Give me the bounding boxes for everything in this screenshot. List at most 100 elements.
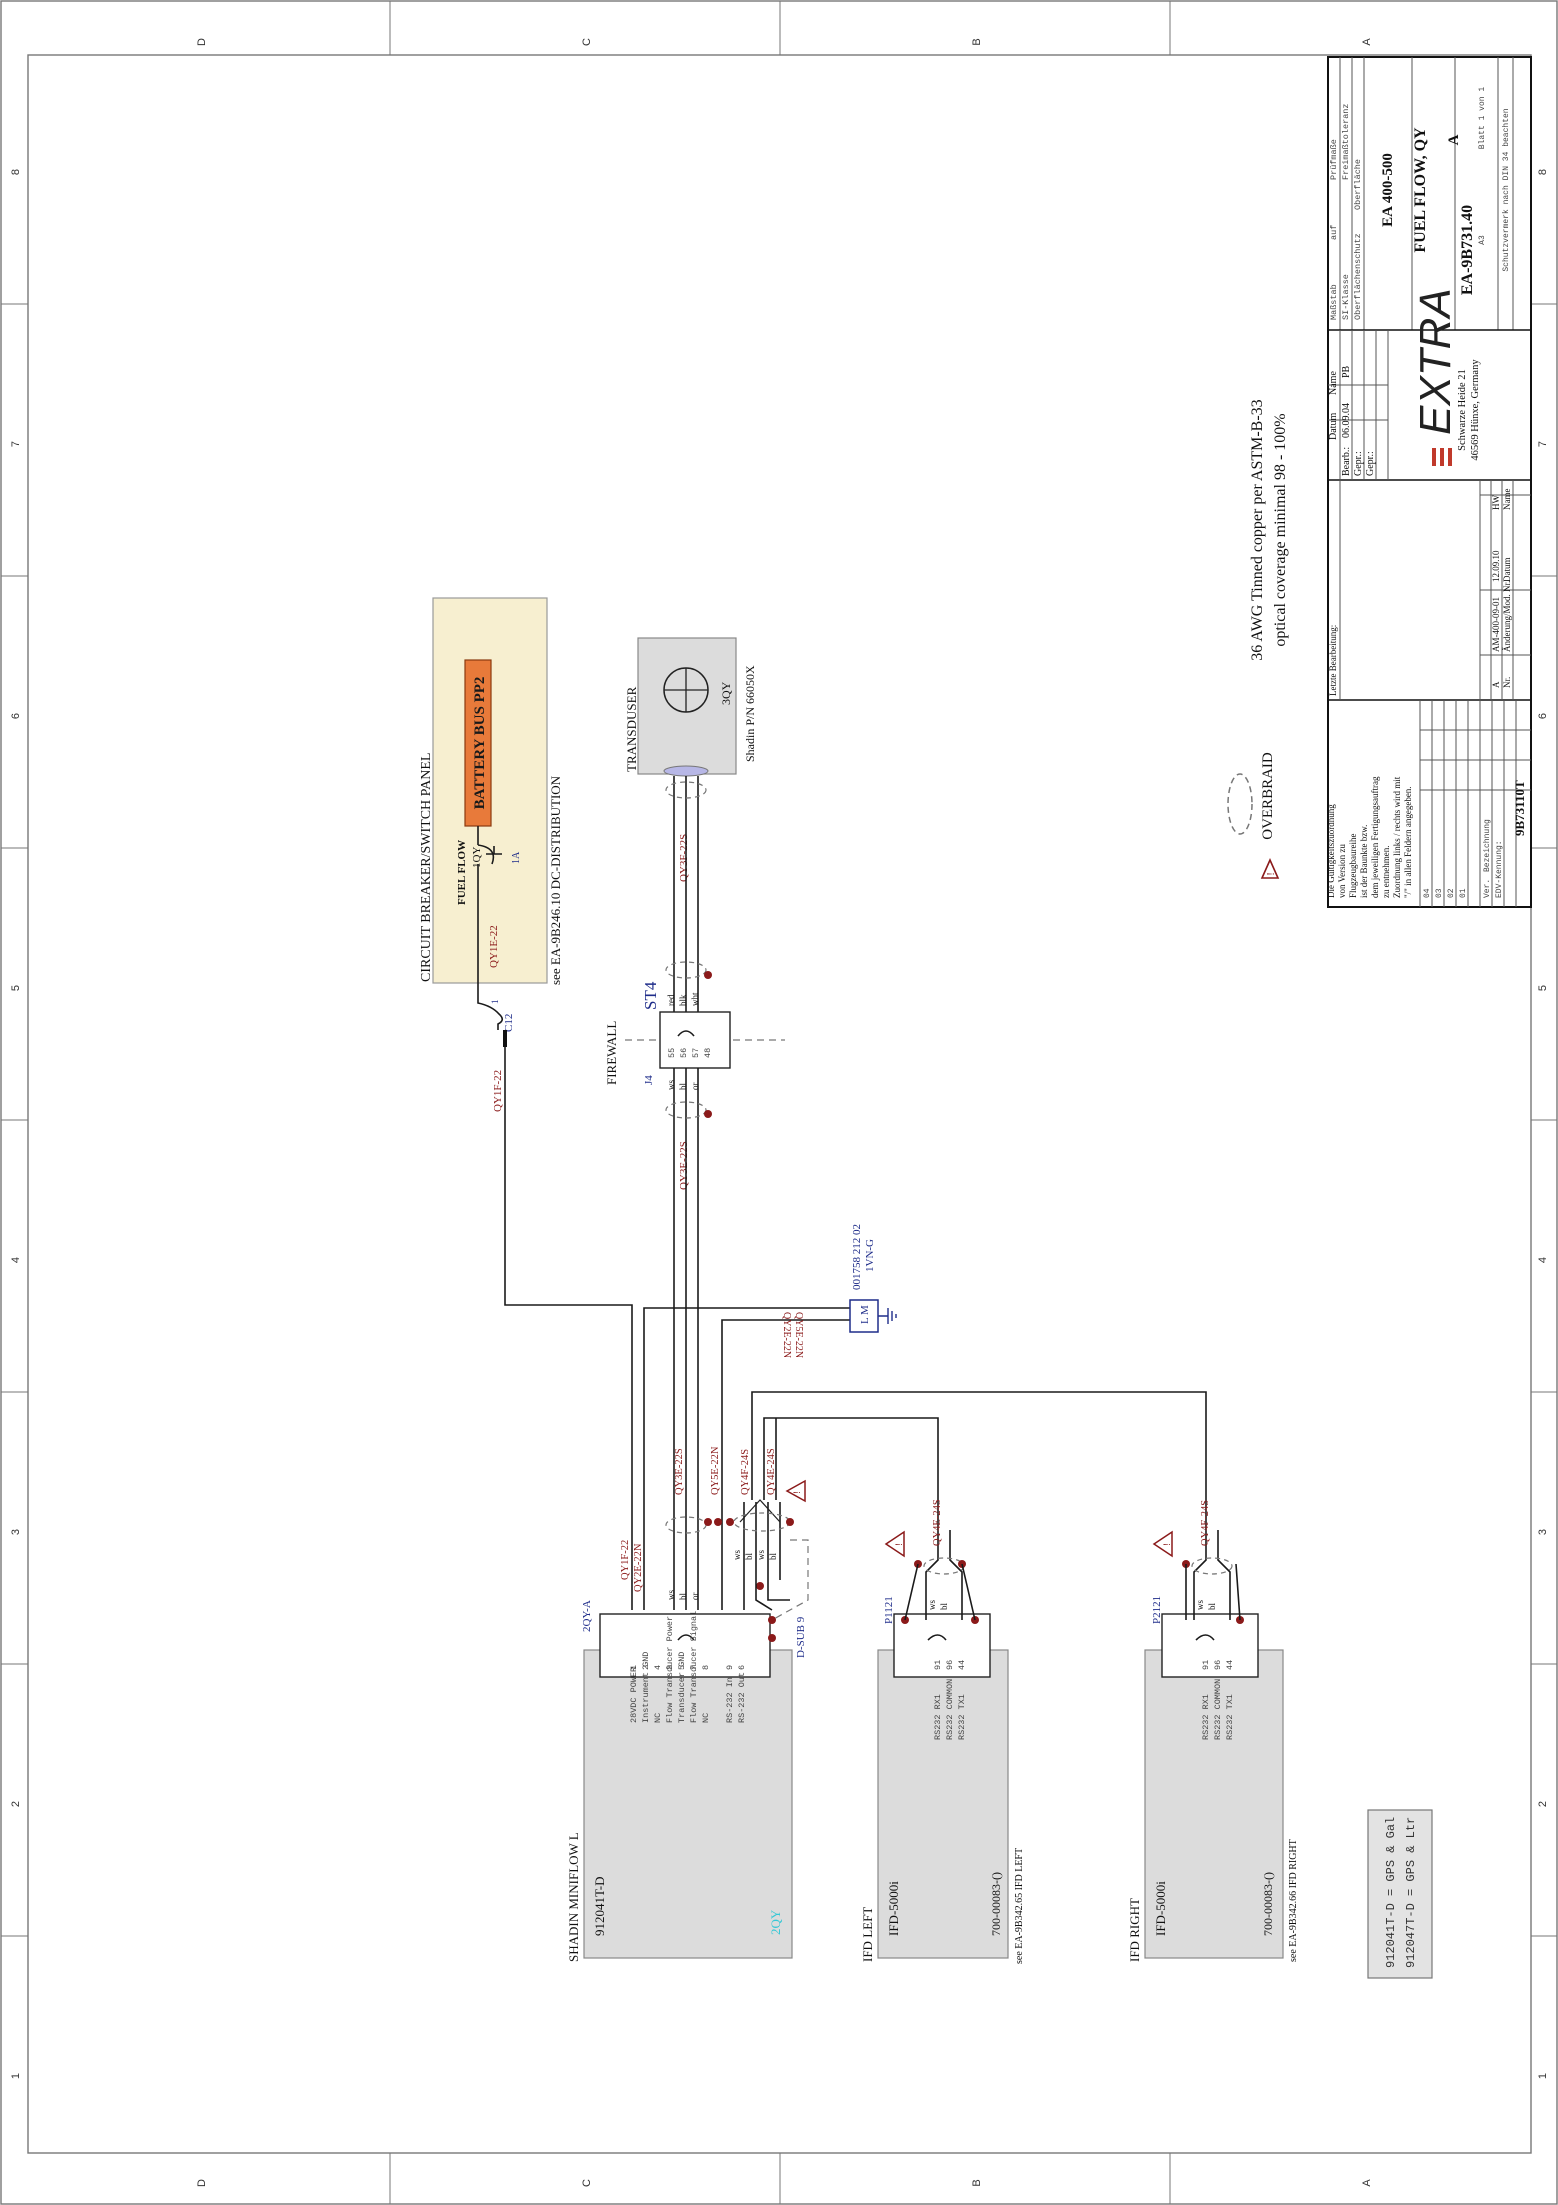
warning-triangle-icon	[1152, 1530, 1173, 1558]
shadin-wire-label: QY2E-22N	[633, 1543, 644, 1592]
zone-label: 4	[10, 1257, 22, 1263]
zone-label: C	[581, 2179, 593, 2187]
wire-color: bl	[744, 1553, 754, 1561]
validity-line: ist der Baunkte bzw.	[1359, 825, 1369, 898]
braid-note-1: 36 AWG Tinned copper per ASTM-B-33	[1249, 399, 1266, 660]
ifd-right-cable-a	[751, 1391, 1207, 1530]
zone-label: 2	[10, 1801, 22, 1807]
change-ref: AM-400-09-01	[1491, 597, 1501, 652]
name2-label: Name	[1502, 489, 1512, 511]
c12-connector-symbol	[477, 985, 504, 1030]
zone-label: 7	[10, 441, 22, 447]
zone-label: 7	[1537, 441, 1549, 447]
project-name: EA 400-500	[1380, 153, 1396, 227]
drawing-title: FUEL FLOW, QY	[1412, 127, 1429, 253]
braid-note-2: optical coverage minimal 98 - 100%	[1272, 413, 1289, 646]
transducer-pn: Shadin P/N 66050X	[743, 665, 757, 762]
ifd-left: IFD LEFT IFD-5000i 700-00083-() see EA-9…	[860, 1499, 1025, 1964]
ifd-left-pin: 91	[933, 1660, 943, 1670]
zone-label: B	[971, 2179, 983, 2186]
svg-text:!: !	[792, 1491, 802, 1494]
zone-label: 5	[1537, 985, 1549, 991]
wire-color: bl	[768, 1553, 778, 1561]
shadin-id: 2QY	[768, 1909, 783, 1935]
wire-color: ws	[666, 1080, 676, 1090]
validity-line: Zuordnung links / rechts wird mit	[1392, 776, 1402, 898]
zone-label: 1	[1537, 2073, 1549, 2079]
aenderung-label: Änderung/Mod. Nr.	[1502, 581, 1512, 652]
ifd-right-connector: P2121	[1151, 1596, 1163, 1624]
bearb-name: PB	[1341, 365, 1352, 378]
massstab-label: Maßstab	[1329, 284, 1339, 320]
plug-st4: ST4	[641, 981, 660, 1010]
zone-column-labels: 8 7 6 5 4 3 2 1 8 7 6 5 4 3 2 1	[10, 169, 1549, 2079]
zone-label: C	[581, 38, 593, 46]
shadin-pin: 6	[737, 1665, 747, 1670]
edv-label: EDV-Kennung:	[1495, 840, 1504, 898]
zone-label: B	[971, 38, 983, 45]
zone-label: 3	[1537, 1529, 1549, 1535]
breaker-name: FUEL FLOW	[456, 840, 468, 905]
dsub-connector	[599, 1613, 771, 1678]
transducer-cable	[673, 776, 699, 1012]
firewall: FIREWALL ST4 J4 55 56 57 48 ws bl or red…	[604, 981, 785, 1190]
ver-label: Ver.	[1483, 879, 1492, 898]
edv-value: 9B73110T	[1512, 780, 1527, 836]
ifd-right-model: IFD-5000i	[1153, 1881, 1168, 1936]
shadin-pin: 7	[689, 1665, 699, 1670]
ifd-left-wire-label: QY4E-24S	[932, 1499, 943, 1546]
shadin-pin: 1	[629, 1665, 639, 1670]
pruefmasse-label: Prüfmaße	[1329, 139, 1339, 180]
wire-color: bl	[1207, 1603, 1217, 1611]
ifd-left-pn: 700-00083-()	[989, 1872, 1003, 1936]
zone-label: 2	[1537, 1801, 1549, 1807]
warning-triangle-icon	[1260, 858, 1280, 879]
version-row: 02	[1447, 888, 1456, 898]
change-name: HW	[1491, 495, 1501, 510]
validity-line: zu entnehmen.	[1381, 846, 1391, 898]
shadin-title: SHADIN MINIFLOW L	[566, 1832, 581, 1962]
ifd-left-connector: P1121	[883, 1596, 895, 1624]
transducer-port	[663, 765, 709, 777]
ground-lug: L M 001758 212 02 1VN-G	[849, 1224, 897, 1333]
logo-text: EXTRA	[1411, 288, 1460, 435]
breaker-rating: 1A	[511, 851, 522, 864]
shadin-pin: 3	[665, 1665, 675, 1670]
zone-label: 3	[10, 1529, 22, 1535]
oberflaeche-label: Oberfläche	[1353, 159, 1363, 210]
shadin-miniflow: SHADIN MINIFLOW L 912041T-D 2QY 2QY-A D-…	[566, 1446, 809, 1962]
shadin-pin-name: Flow Transducer Power	[665, 1616, 675, 1723]
shadin-wire-label: QY1F-22	[620, 1540, 631, 1580]
wire-color: blk	[678, 994, 688, 1006]
ifd-right-pin-name: RS232 RX1	[1201, 1694, 1211, 1740]
zone-label: A	[1361, 38, 1373, 46]
zone-label: D	[196, 2179, 208, 2187]
zone-label: 8	[10, 169, 22, 175]
transducer: TRANSDUSER 3QY Shadin P/N 66050X QY3F-22…	[624, 637, 757, 882]
part-legend: 912041T-D = GPS & Gal 912047T-D = GPS & …	[1367, 1809, 1433, 1979]
letzte-label: Letzte Bearbeitung:	[1328, 625, 1338, 696]
change-date: 12.09.10	[1491, 550, 1501, 582]
wire-color: ws	[666, 1590, 676, 1600]
datum-label: Datum	[1328, 413, 1339, 440]
wire-color: ws	[756, 1550, 766, 1560]
breaker-panel-title: CIRCUIT BREAKER/SWITCH PANEL	[419, 753, 434, 982]
gepr1-label: Gepr.:	[1353, 451, 1364, 476]
zone-label: A	[1361, 2179, 1373, 2187]
battery-bus-label: BATTERY BUS PP2	[472, 677, 488, 810]
shadin-pin-name: Instrument GND	[641, 1652, 651, 1723]
revision-letter: A	[1446, 134, 1462, 145]
ifd-right-plug	[1161, 1613, 1259, 1678]
firewall-wire-label: QY3E-22S	[678, 1141, 690, 1190]
ifd-left-pin: 44	[957, 1660, 967, 1670]
warning-triangle-icon	[884, 1530, 905, 1558]
wire-color: red	[666, 994, 676, 1006]
connector-c12: C12	[503, 1014, 515, 1032]
bearb-label: Bearb.:	[1341, 447, 1352, 476]
zone-label: D	[196, 38, 208, 46]
shadin-pin: 8	[701, 1665, 711, 1670]
shadin-pin-name: RS-232 Out	[737, 1672, 747, 1723]
ifd-left-pin-name: RS232 RX1	[933, 1694, 943, 1740]
protection-note: Schutzvermerk nach DIN 34 beachten	[1502, 108, 1511, 271]
ground-wire-1	[643, 1307, 850, 1610]
